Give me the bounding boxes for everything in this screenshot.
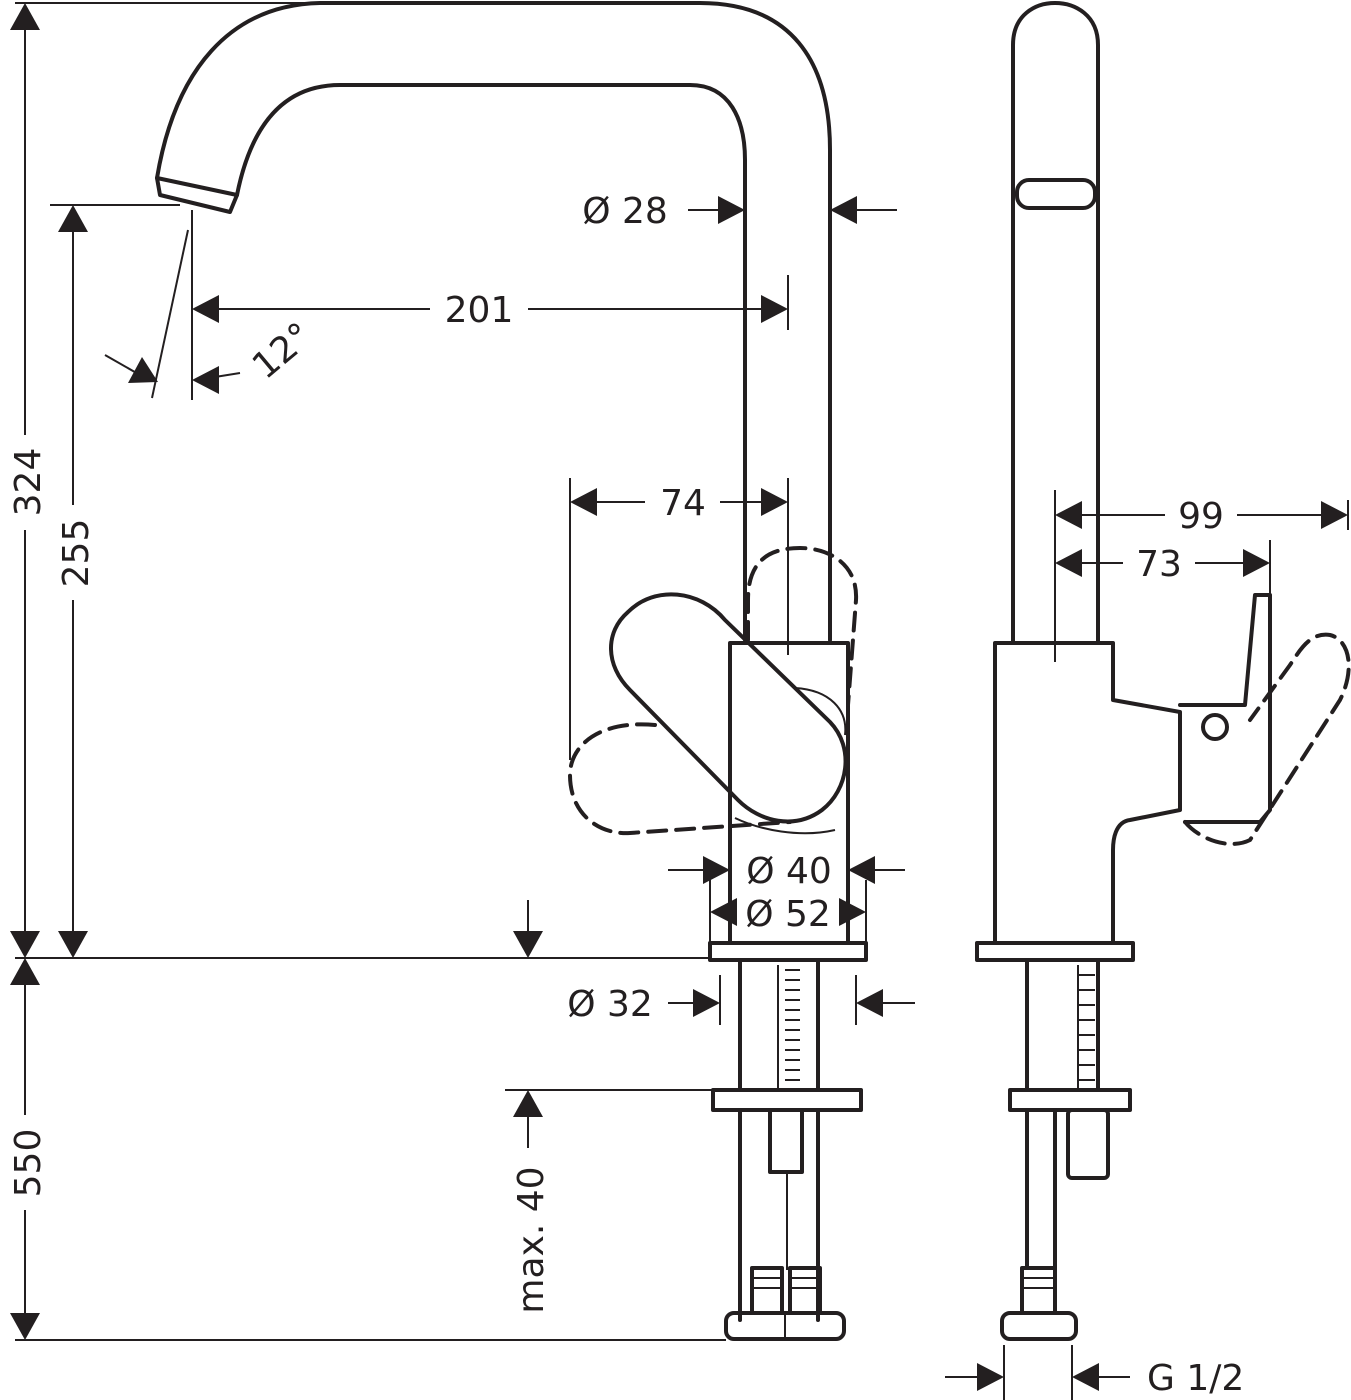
side-hose (1020, 1266, 1057, 1315)
shank-thread (777, 965, 800, 1090)
side-aerator (1015, 178, 1097, 210)
label-spout-height: 255 (56, 519, 97, 588)
side-spout (1011, 1, 1100, 645)
label-depth-open: 99 (1178, 496, 1224, 537)
mount-nut (768, 1108, 804, 1174)
label-total-height: 324 (8, 448, 49, 517)
spout-outer (155, 1, 832, 642)
lever-alt-up (746, 545, 859, 707)
mount-plate (711, 1088, 863, 1112)
label-connection: G 1/2 (1147, 1358, 1244, 1399)
label-base-dia: Ø 52 (745, 894, 831, 935)
label-shank-dia: Ø 32 (567, 984, 653, 1025)
side-view (975, 1, 1351, 1341)
label-below-counter: 550 (8, 1129, 49, 1198)
label-body-dia: Ø 40 (746, 851, 832, 892)
hose-right (788, 1266, 822, 1315)
front-view (155, 1, 868, 1341)
base-ring (708, 941, 868, 962)
aerator (155, 176, 239, 214)
side-lever-alt (1183, 632, 1351, 846)
label-spray-angle: 12° (245, 315, 320, 387)
label-depth: 73 (1136, 544, 1182, 585)
label-lever-offset: 74 (660, 483, 706, 524)
lever-hub (734, 687, 847, 835)
label-max-counter: max. 40 (511, 1166, 552, 1313)
side-lever-pin (1201, 713, 1229, 741)
side-base-ring (975, 941, 1135, 962)
side-mount-nut (1066, 1108, 1110, 1180)
side-mount-plate (1008, 1088, 1132, 1112)
label-spout-reach: 201 (445, 290, 514, 331)
lever-alt-left (567, 722, 792, 836)
lever (609, 592, 848, 824)
dimension-lines (10, 2, 1349, 1400)
hose-left (750, 1266, 784, 1315)
spout-inner (235, 83, 747, 642)
label-pipe-dia: Ø 28 (582, 191, 668, 232)
side-hose-nut (1000, 1311, 1078, 1341)
dimension-labels: 324 255 550 max. 40 201 12° Ø 28 74 Ø 40… (8, 191, 1244, 1399)
side-body (993, 641, 1182, 945)
